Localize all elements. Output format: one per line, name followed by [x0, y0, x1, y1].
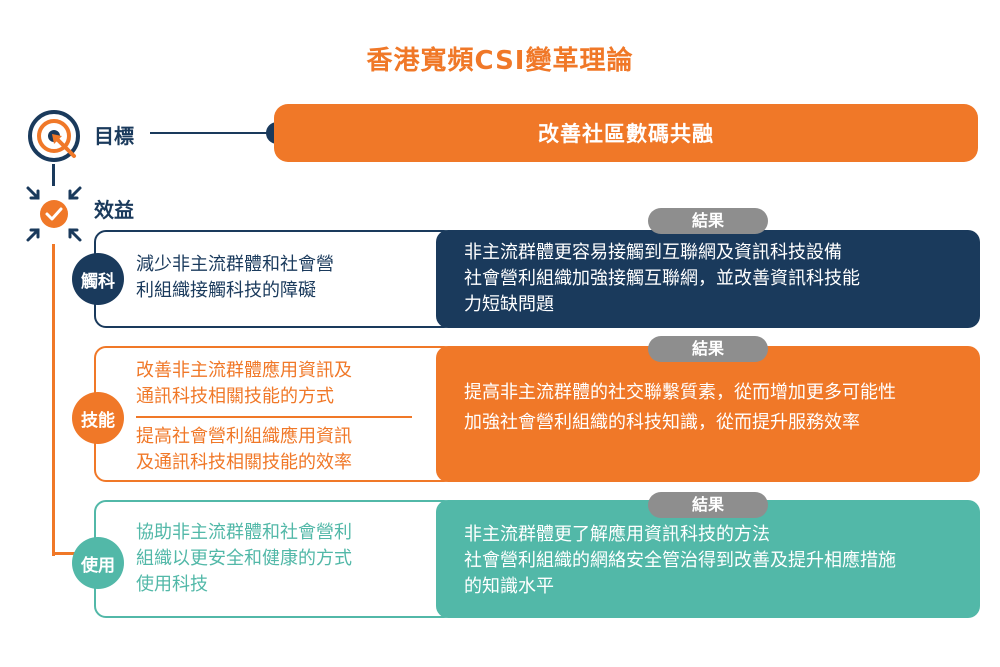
- usage-result-line: 的知識水平: [464, 576, 554, 597]
- benefit-label: 效益: [94, 198, 134, 222]
- skills-result-box: 提高非主流群體的社交聯繫質素，從而增加更多可能性 加強社會營利組織的科技知識，從…: [436, 346, 980, 482]
- access-left-box: 減少非主流群體和社會營 利組織接觸科技的障礙: [94, 230, 456, 328]
- goal-label: 目標: [94, 124, 134, 148]
- skills-left-line: 及通訊科技相關技能的效率: [136, 452, 352, 473]
- result-pill: 結果: [648, 208, 768, 234]
- goal-benefit-connector: [52, 164, 55, 186]
- access-result-line: 非主流群體更容易接觸到互聯網及資訊科技設備: [464, 242, 842, 263]
- skills-tag: 技能: [72, 392, 124, 444]
- page-title: 香港寬頻CSI變革理論: [366, 46, 634, 76]
- skills-left-box: 改善非主流群體應用資訊及 通訊科技相關技能的方式 提高社會營利組織應用資訊 及通…: [94, 346, 456, 482]
- usage-left-line: 組織以更安全和健康的方式: [136, 548, 352, 569]
- usage-tag: 使用: [72, 537, 124, 589]
- benefit-spine: [52, 244, 55, 556]
- skills-left-line: 提高社會營利組織應用資訊: [136, 426, 352, 447]
- access-result-line: 社會營利組織加強接觸互聯網，並改善資訊科技能: [464, 268, 860, 289]
- access-left-line: 減少非主流群體和社會營: [136, 254, 334, 275]
- skills-result-line: 加強社會營利組織的科技知識，從而提升服務效率: [464, 412, 860, 433]
- skills-result-line: 提高非主流群體的社交聯繫質素，從而增加更多可能性: [464, 382, 896, 403]
- usage-result-line: 非主流群體更了解應用資訊科技的方法: [464, 524, 770, 545]
- skills-left-line: 通訊科技相關技能的方式: [136, 386, 334, 407]
- goal-box: 改善社區數碼共融: [274, 104, 978, 162]
- usage-left-box: 協助非主流群體和社會營利 組織以更安全和健康的方式 使用科技: [94, 500, 456, 618]
- skills-left-line: 改善非主流群體應用資訊及: [136, 360, 352, 381]
- benefit-icon: [26, 186, 82, 242]
- result-pill: 結果: [648, 336, 768, 362]
- target-icon: [28, 110, 80, 162]
- access-result-line: 力短缺問題: [464, 294, 554, 315]
- result-pill: 結果: [648, 492, 768, 518]
- skills-divider: [136, 416, 412, 418]
- usage-result-box: 非主流群體更了解應用資訊科技的方法 社會營利組織的網絡安全管治得到改善及提升相應…: [436, 500, 980, 618]
- usage-result-line: 社會營利組織的網絡安全管治得到改善及提升相應措施: [464, 550, 896, 571]
- usage-left-line: 使用科技: [136, 574, 208, 595]
- access-left-line: 利組織接觸科技的障礙: [136, 280, 316, 301]
- access-tag: 觸科: [72, 253, 124, 305]
- usage-left-line: 協助非主流群體和社會營利: [136, 522, 352, 543]
- access-result-box: 非主流群體更容易接觸到互聯網及資訊科技設備 社會營利組織加強接觸互聯網，並改善資…: [436, 230, 980, 328]
- goal-connector: [150, 132, 280, 134]
